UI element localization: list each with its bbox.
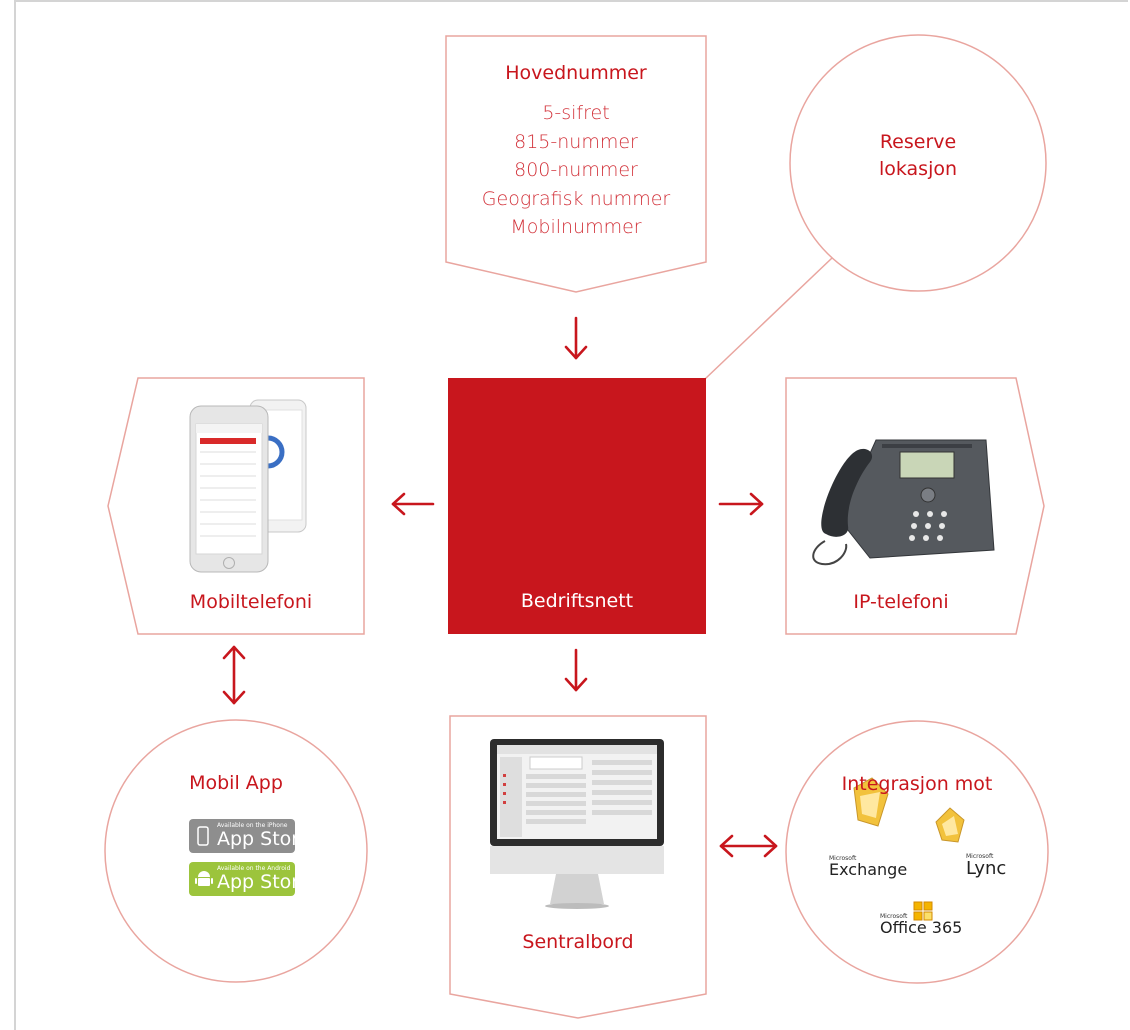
smartphone-illustration [189, 399, 307, 573]
ip-telefoni-shape [785, 377, 1045, 635]
sentralbord-shape [449, 715, 707, 1019]
arrow-down-sentralbord [564, 648, 588, 692]
hovednummer-item: 800-nummer [514, 159, 638, 181]
bedriftsnett-label: Bedriftsnett [520, 590, 634, 612]
reserve-connector-line [704, 257, 833, 380]
hovednummer-title: Hovednummer [505, 62, 647, 84]
android-icon [195, 871, 213, 886]
integrasjon-title: Integrasjon mot [841, 773, 993, 795]
ios-badge-title: App Store [217, 828, 311, 850]
hovednummer-item: 815-nummer [514, 130, 638, 153]
reserve-line-2: lokasjon [878, 158, 958, 180]
lync-caption: Microsoft [966, 853, 994, 860]
reserve-line-1: Reserve [879, 131, 957, 153]
monitor-illustration [490, 739, 664, 909]
exchange-logo [853, 777, 889, 827]
ip-telefoni-label: IP-telefoni [853, 591, 949, 613]
arrow-right-ip [718, 492, 764, 516]
office365-logo [913, 901, 933, 921]
arrow-left-mobile [391, 492, 435, 516]
bedriftsnett-box [448, 378, 706, 634]
mobilapp-circle [104, 719, 368, 983]
exchange-caption: Microsoft [829, 855, 857, 862]
android-app-store-badge[interactable]: Available on the Android App Store [189, 862, 310, 896]
lync-logo [935, 807, 965, 843]
exchange-label: Exchange [829, 860, 908, 879]
reserve-circle [789, 34, 1047, 292]
office365-label: Office 365 [880, 918, 963, 937]
office365-caption: Microsoft [880, 913, 908, 920]
hovednummer-item: Mobilnummer [510, 216, 642, 238]
hovednummer-item: Geografisk nummer [481, 187, 671, 210]
android-badge-title: App Store [217, 871, 311, 893]
arrow-down-top [564, 316, 588, 360]
arrow-bidirectional-vertical [222, 645, 246, 705]
hovednummer-list: 5-sifret 815-nummer 800-nummer Geografis… [446, 99, 706, 242]
mobiltelefoni-label: Mobiltelefoni [189, 591, 313, 613]
mobilapp-title: Mobil App [189, 772, 283, 794]
mobiltelefoni-shape [107, 377, 365, 635]
hovednummer-shape [445, 35, 707, 293]
integrasjon-circle [785, 720, 1049, 984]
ios-badge-caption: Available on the iPhone [217, 822, 288, 829]
sentralbord-label: Sentralbord [522, 931, 634, 953]
arrow-bidirectional-horizontal [719, 834, 778, 858]
hovednummer-item: 5-sifret [542, 102, 610, 124]
ios-app-store-badge[interactable]: Available on the iPhone App Store [189, 819, 310, 853]
lync-label: Lync [966, 858, 1007, 879]
android-badge-caption: Available on the Android [217, 865, 291, 872]
iphone-icon [197, 826, 209, 846]
ip-phone-illustration [812, 439, 995, 566]
diagram-frame [14, 0, 1128, 1030]
